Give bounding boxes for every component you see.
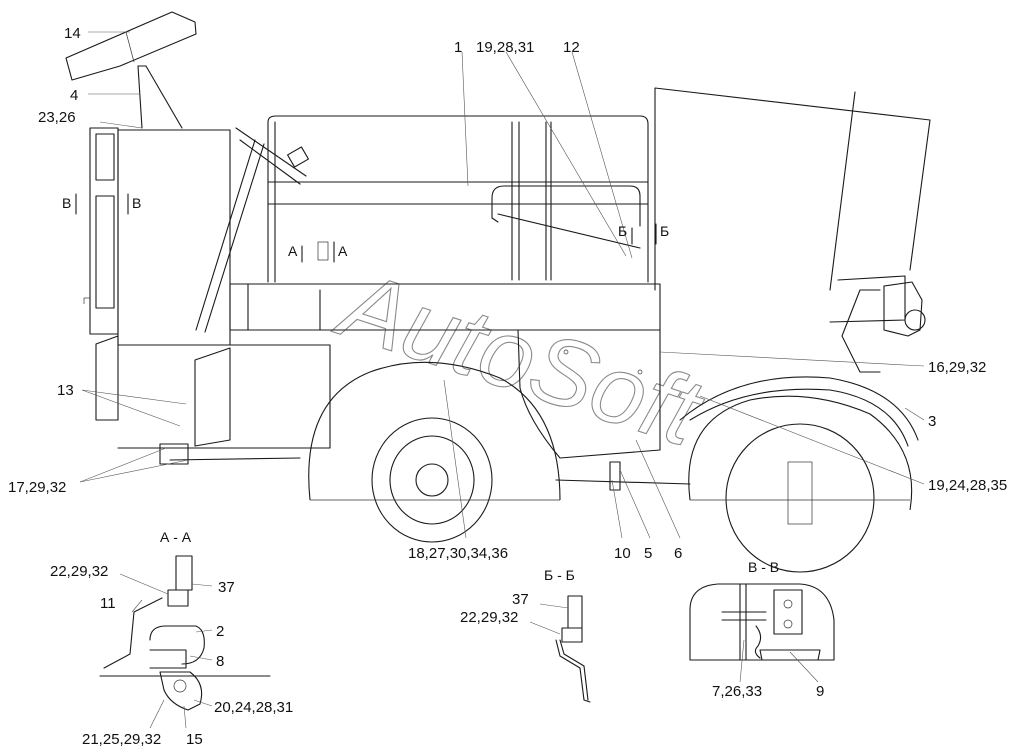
grab-handle-frame xyxy=(491,185,641,249)
detail-aa-title: А - А xyxy=(160,529,192,545)
bb-callout-22-29-32: 22,29,32 xyxy=(460,609,518,626)
platform-handrail xyxy=(267,115,649,283)
access-ladder xyxy=(195,127,307,333)
callout-19-24-28-35: 19,24,28,35 xyxy=(928,477,1007,494)
aa-callout-15: 15 xyxy=(186,731,203,748)
vv-callout-9: 9 xyxy=(816,683,824,700)
callout-4: 4 xyxy=(70,87,78,104)
section-mark-v-left: В xyxy=(62,195,71,211)
section-mark-v-right: В xyxy=(132,195,141,211)
callout-14: 14 xyxy=(64,25,81,42)
front-hitch xyxy=(841,281,923,373)
bb-callout-37: 37 xyxy=(512,591,529,608)
aa-callout-2: 2 xyxy=(216,623,224,640)
callout-12: 12 xyxy=(563,39,580,56)
section-mark-a-right: А xyxy=(338,243,348,259)
callout-17-29-32: 17,29,32 xyxy=(8,479,66,496)
lower-frame xyxy=(169,457,691,485)
callout-1: 1 xyxy=(454,39,462,56)
callout-10: 10 xyxy=(614,545,631,562)
front-wheel xyxy=(688,395,913,573)
section-mark-a-left: А xyxy=(288,243,298,259)
top-cover-panel xyxy=(65,11,197,81)
section-markers: В В А А Б Б xyxy=(62,193,669,263)
section-mark-b-right: Б xyxy=(660,223,669,239)
callout-18-27-30-34-36: 18,27,30,34,36 xyxy=(408,545,508,562)
section-mark-b-left: Б xyxy=(618,223,627,239)
detail-aa: А - А 22,29,32 37 11 2 8 20,24,28,31 21,… xyxy=(50,529,293,748)
main-callouts: 14 4 23,26 1 19,28,31 12 13 17,29,32 16,… xyxy=(8,25,1007,562)
aa-callout-21-25-29-32: 21,25,29,32 xyxy=(82,731,161,748)
callout-16-29-32: 16,29,32 xyxy=(928,359,986,376)
aa-callout-8: 8 xyxy=(216,653,224,670)
vv-callout-7-26-33: 7,26,33 xyxy=(712,683,762,700)
callout-6: 6 xyxy=(674,545,682,562)
callout-19-28-31: 19,28,31 xyxy=(476,39,534,56)
callout-5: 5 xyxy=(644,545,652,562)
leader-lines xyxy=(79,31,925,539)
front-mudguard xyxy=(679,376,919,447)
aa-callout-20-24-28-31: 20,24,28,31 xyxy=(214,699,293,716)
detail-bb-title: Б - Б xyxy=(544,567,575,583)
rear-structure xyxy=(654,87,931,323)
machine-side-view xyxy=(65,11,931,573)
callout-13: 13 xyxy=(57,382,74,399)
aa-callout-11: 11 xyxy=(100,595,116,612)
aa-callout-22-29-32: 22,29,32 xyxy=(50,563,108,580)
detail-bb: Б - Б 37 22,29,32 xyxy=(460,567,591,703)
rear-wheel xyxy=(308,361,561,543)
aa-callout-37: 37 xyxy=(218,579,235,596)
callout-23-26: 23,26 xyxy=(38,109,76,126)
detail-vv: В - В 7,26,33 9 xyxy=(689,559,835,700)
cover-support-strut xyxy=(137,65,183,129)
callout-3: 3 xyxy=(928,413,936,430)
detail-vv-title: В - В xyxy=(748,559,779,575)
watermark-text: AutoSoft xyxy=(324,249,715,467)
